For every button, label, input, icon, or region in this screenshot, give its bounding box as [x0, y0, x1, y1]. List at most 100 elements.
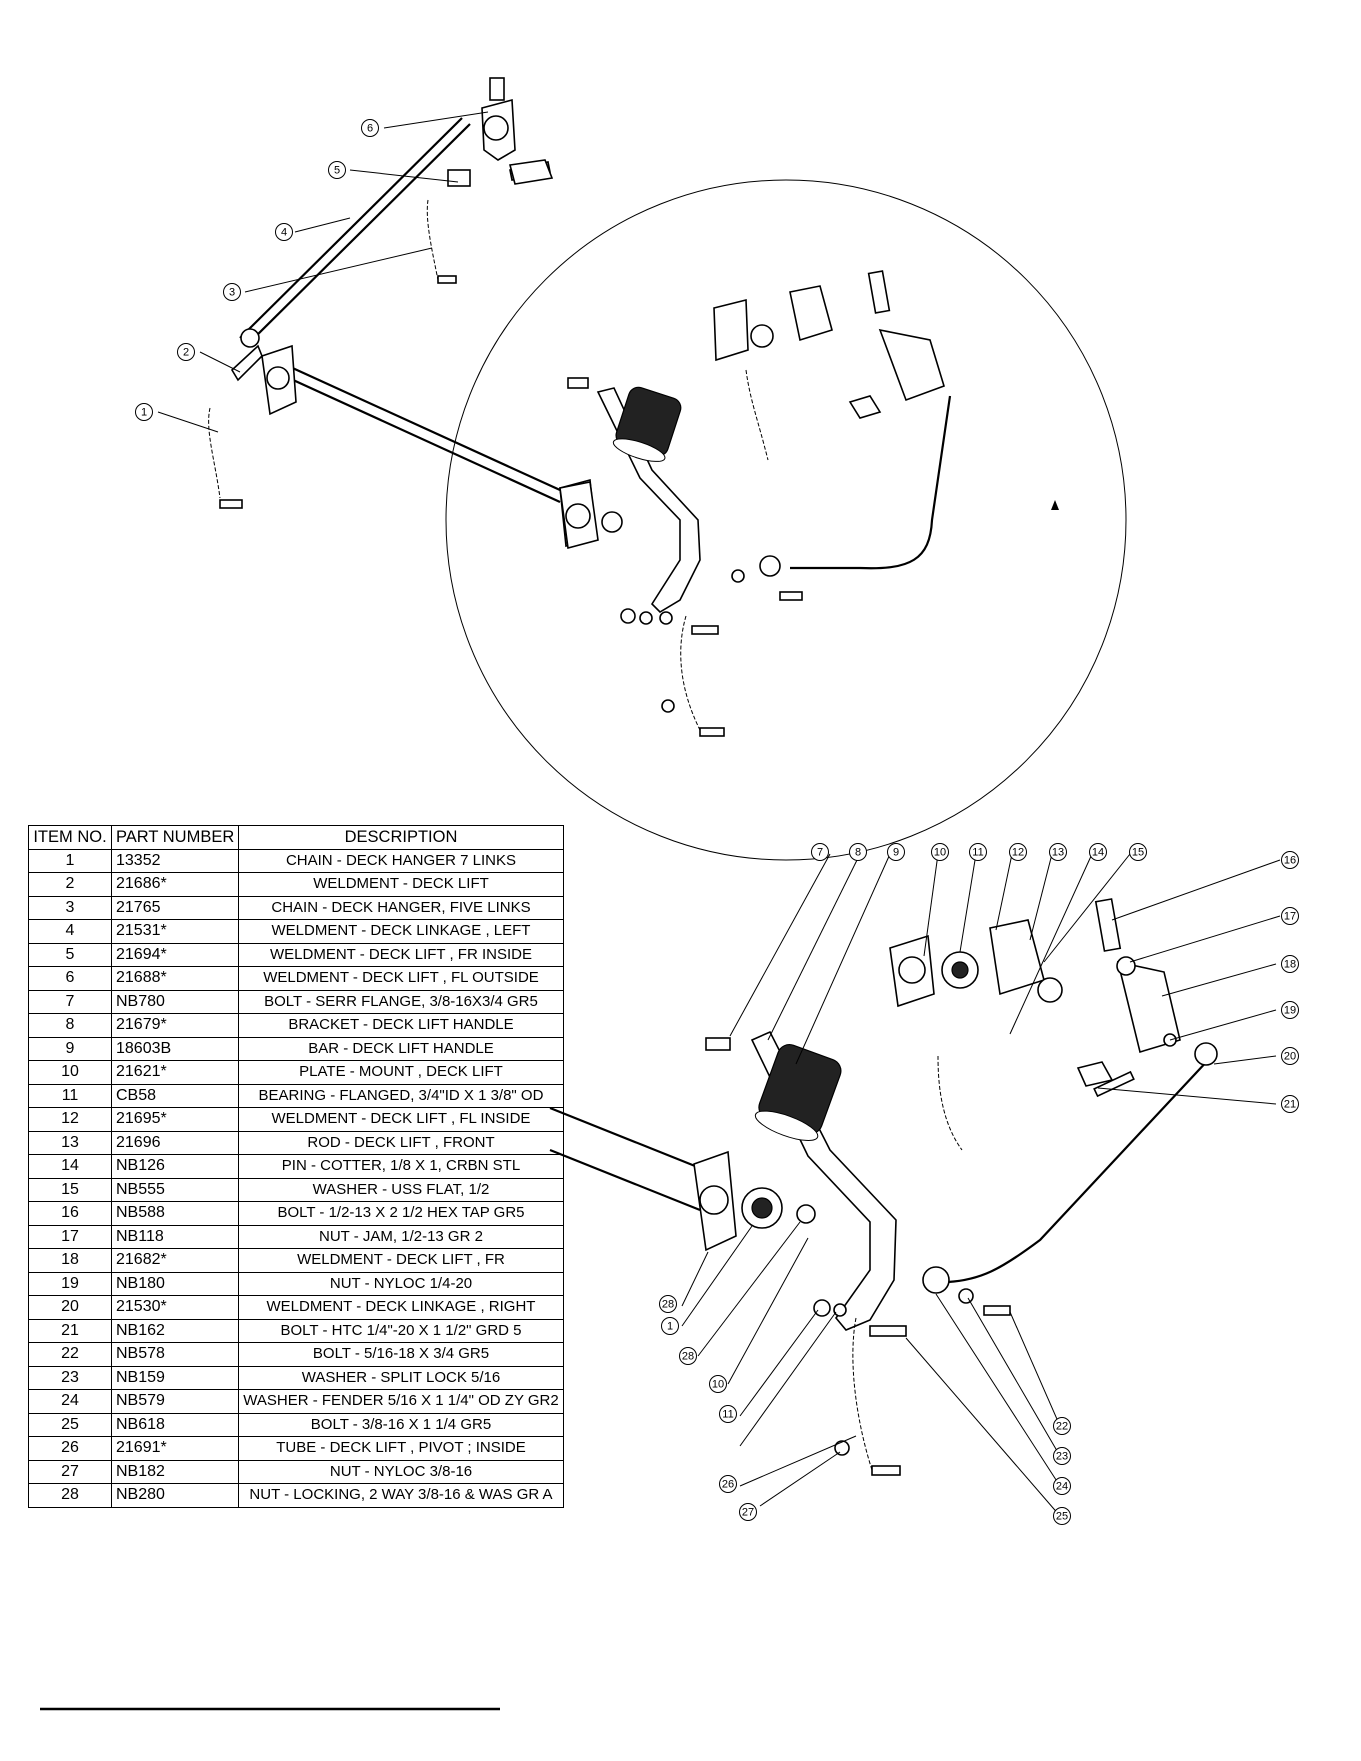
callout-exploded-circle	[931, 843, 949, 861]
callout-exploded: 28	[662, 1299, 674, 1311]
cell-item-no: 17	[28, 1224, 112, 1249]
cell-part-number: 21694*	[110, 942, 240, 967]
callout-exploded: 10	[934, 847, 946, 859]
callout-exploded: 10	[712, 1379, 724, 1391]
cell-description: NUT - NYLOC 1/4-20	[238, 1271, 564, 1296]
callout-exploded: 13	[1052, 847, 1064, 859]
cell-description: WELDMENT - DECK LIFT , FR	[238, 1248, 564, 1273]
cell-item-no: 12	[28, 1107, 112, 1132]
cell-item-no: 3	[28, 895, 112, 920]
detail-circle	[445, 179, 1127, 861]
cell-part-number: NB588	[110, 1201, 240, 1226]
callout-exploded-circle	[1049, 843, 1067, 861]
exploded-view	[549, 853, 1281, 1517]
cell-item-no: 5	[28, 942, 112, 967]
cell-part-number: NB579	[110, 1389, 240, 1414]
cell-part-number: NB780	[110, 989, 240, 1014]
callout-exploded: 27	[742, 1507, 754, 1519]
callout-exploded-circle	[709, 1375, 727, 1393]
callout-exploded-circle	[1053, 1417, 1071, 1435]
cell-description: WELDMENT - DECK LIFT	[238, 872, 564, 897]
callout-exploded: 22	[1056, 1421, 1068, 1433]
cell-description: BRACKET - DECK LIFT HANDLE	[238, 1013, 564, 1038]
cell-description: TUBE - DECK LIFT , PIVOT ; INSIDE	[238, 1436, 564, 1461]
callout-exploded: 15	[1132, 847, 1144, 859]
cell-item-no: 15	[28, 1177, 112, 1202]
cell-item-no: 25	[28, 1412, 112, 1437]
cell-item-no: 20	[28, 1295, 112, 1320]
cell-item-no: 2	[28, 872, 112, 897]
cell-description: NUT - NYLOC 3/8-16	[238, 1459, 564, 1484]
cell-description: BEARING - FLANGED, 3/4"ID X 1 3/8" OD	[238, 1083, 564, 1108]
cell-description: ROD - DECK LIFT , FRONT	[238, 1130, 564, 1155]
callout-exploded-circle	[1281, 955, 1299, 973]
callout-exploded: 16	[1284, 855, 1296, 867]
callout-exploded: 8	[855, 847, 861, 859]
cell-description: BAR - DECK LIFT HANDLE	[238, 1036, 564, 1061]
cell-description: BOLT - 5/16-18 X 3/4 GR5	[238, 1342, 564, 1367]
cell-part-number: 21621*	[110, 1060, 240, 1085]
cell-item-no: 13	[28, 1130, 112, 1155]
cell-part-number: 21686*	[110, 872, 240, 897]
cell-part-number: NB180	[110, 1271, 240, 1296]
callout-exploded: 24	[1056, 1481, 1068, 1493]
callout-exploded: 11	[722, 1409, 733, 1421]
callout-exploded-circle	[811, 843, 829, 861]
callout-exploded-circle	[1281, 1001, 1299, 1019]
callout-exploded-circle	[1281, 1047, 1299, 1065]
cell-description: WELDMENT - DECK LINKAGE , LEFT	[238, 919, 564, 944]
cell-description: WELDMENT - DECK LINKAGE , RIGHT	[238, 1295, 564, 1320]
callout-exploded-circle	[1009, 843, 1027, 861]
cell-description: WASHER - FENDER 5/16 X 1 1/4" OD ZY GR2	[238, 1389, 564, 1414]
callout-exploded: 7	[817, 847, 823, 859]
callout-exploded: 19	[1284, 1005, 1296, 1017]
cell-part-number: 21530*	[110, 1295, 240, 1320]
callout-exploded: 12	[1012, 847, 1024, 859]
cell-description: BOLT - 3/8-16 X 1 1/4 GR5	[238, 1412, 564, 1437]
cell-item-no: 27	[28, 1459, 112, 1484]
cell-part-number: NB126	[110, 1154, 240, 1179]
cell-description: PLATE - MOUNT , DECK LIFT	[238, 1060, 564, 1085]
cell-part-number: NB555	[110, 1177, 240, 1202]
cell-part-number: 21679*	[110, 1013, 240, 1038]
cell-description: CHAIN - DECK HANGER, FIVE LINKS	[238, 895, 564, 920]
table-header-row: ITEM NO. PART NUMBER DESCRIPTION	[28, 825, 564, 850]
callout-exploded-circle	[1053, 1477, 1071, 1495]
cell-description: NUT - LOCKING, 2 WAY 3/8-16 & WAS GR A	[238, 1483, 564, 1508]
callout-exploded-circle	[1089, 843, 1107, 861]
callout-exploded-circle	[661, 1317, 679, 1335]
cell-part-number: 21695*	[110, 1107, 240, 1132]
callout-exploded-circle	[659, 1295, 677, 1313]
callout-top: 6	[367, 123, 373, 135]
cell-item-no: 23	[28, 1365, 112, 1390]
cell-part-number: CB58	[110, 1083, 240, 1108]
callout-exploded-circle	[719, 1475, 737, 1493]
callout-exploded: 25	[1056, 1511, 1068, 1523]
cell-part-number: 13352	[110, 848, 240, 873]
callout-exploded: 20	[1284, 1051, 1296, 1063]
cell-item-no: 28	[28, 1483, 112, 1508]
callout-exploded-circle	[719, 1405, 737, 1423]
callout-top: 1	[141, 407, 147, 419]
cell-part-number: NB159	[110, 1365, 240, 1390]
cell-description: BOLT - SERR FLANGE, 3/8-16X3/4 GR5	[238, 989, 564, 1014]
cell-item-no: 14	[28, 1154, 112, 1179]
callout-exploded-circle	[679, 1347, 697, 1365]
cell-part-number: 21682*	[110, 1248, 240, 1273]
header-part-number: PART NUMBER	[110, 825, 240, 850]
cell-description: WASHER - USS FLAT, 1/2	[238, 1177, 564, 1202]
